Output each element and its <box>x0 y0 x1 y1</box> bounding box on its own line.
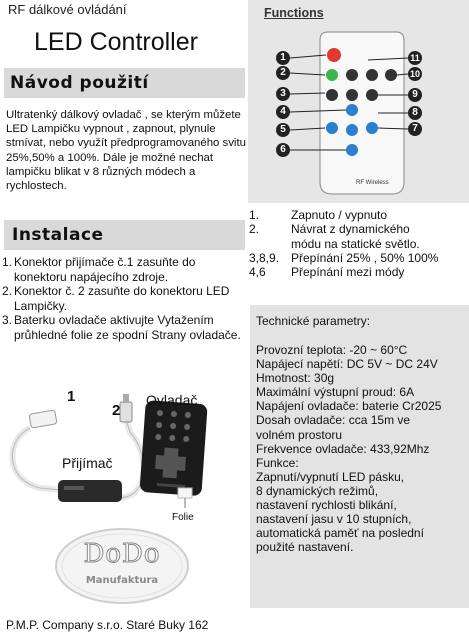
tech-lines: Provozní teplota: -20 ~ 60°C Napájecí na… <box>256 343 468 554</box>
callout-3: 3 <box>276 87 290 101</box>
tech-panel <box>250 305 469 608</box>
callout-7: 7 <box>408 122 422 136</box>
functions-heading: Functions <box>264 6 324 20</box>
tech-line: Zapnutí/vypnutí LED pásku, <box>256 469 405 484</box>
tech-line: Napájení ovladače: baterie Cr2025 <box>256 399 442 414</box>
tech-heading: Technické parametry: <box>256 314 371 328</box>
tech-line: Maximální výstupní proud: 6A <box>256 385 415 400</box>
callout-9: 9 <box>408 88 422 102</box>
callout-2: 2 <box>276 66 290 80</box>
kit-label-controller: Ovladač <box>146 392 198 408</box>
logo-main: DoDo <box>83 539 161 570</box>
install-heading-band: Instalace <box>4 220 245 250</box>
tech-line: nastavení jasu v 10 stupních, <box>256 512 412 527</box>
dodo-logo: DoDo Manufaktura <box>52 525 192 607</box>
function-item: 2.Návrat z dynamického <box>249 222 410 237</box>
kit-label-2: 2 <box>112 402 121 419</box>
kit-label-foil: Folie <box>172 512 194 523</box>
guide-description: Ultratenký dálkový ovladač , se kterým m… <box>6 109 246 193</box>
tech-line: volném prostoru <box>256 427 343 442</box>
receiver-cable <box>9 425 63 493</box>
function-item: 1.Zapnuto / vypnuto <box>249 208 388 222</box>
foil-tab <box>177 487 193 499</box>
static-light-button-icon <box>326 69 338 81</box>
callout-5: 5 <box>276 123 290 137</box>
function-item: 3,8,9.Přepínání 25% , 50% 100% <box>249 250 439 265</box>
install-heading: Instalace <box>12 225 104 245</box>
kit-label-receiver: Přijímač <box>62 455 113 471</box>
connector-2 <box>119 401 133 423</box>
remote-diagram <box>289 31 409 195</box>
tech-line: automatická paměť na poslední <box>256 526 424 541</box>
tech-line: použité nastavení. <box>256 540 354 555</box>
callout-10: 10 <box>408 67 422 81</box>
guide-heading-band: Návod použití <box>4 68 245 98</box>
connector-1 <box>28 409 58 429</box>
bright-button-icon <box>346 69 358 81</box>
guide-heading: Návod použití <box>10 73 149 93</box>
install-step: 3.Baterku ovladače aktivujte Vytažením p… <box>2 313 241 342</box>
tech-line: Provozní teplota: -20 ~ 60°C <box>256 343 408 357</box>
kit-label-1: 1 <box>67 388 76 405</box>
callout-1: 1 <box>276 51 290 65</box>
install-step: 2.Konektor č. 2 zasuňte do konektoru LED… <box>2 284 230 313</box>
remote-brand: RF Wireless <box>356 180 389 186</box>
callout-11: 11 <box>408 51 422 65</box>
power-button-icon <box>327 48 341 62</box>
product-title: LED Controller <box>34 28 198 56</box>
kit-illustration <box>9 394 208 508</box>
logo-sub: Manufaktura <box>85 575 159 586</box>
function-item: módu na statické světlo. <box>291 236 420 251</box>
remote-photo <box>139 400 208 496</box>
tech-line: Dosah ovladače: cca 15m ve <box>256 413 411 428</box>
footer-company: P.M.P. Company s.r.o. Staré Buky 162 <box>6 618 209 632</box>
remote-body <box>319 31 405 195</box>
functions-list: 1.Zapnuto / vypnuto 2.Návrat z dynamické… <box>249 208 467 279</box>
tech-line: Funkce: <box>256 455 299 470</box>
tech-line: Napájecí napětí: DC 5V ~ DC 24V <box>256 357 438 372</box>
rf-title: RF dálkové ovládání <box>8 2 127 17</box>
install-steps: 1.Konektor přijímače č.1 zasuňte do kone… <box>2 255 250 343</box>
callout-6: 6 <box>276 143 290 157</box>
install-step: 1.Konektor přijímače č.1 zasuňte do kone… <box>2 255 196 284</box>
tech-line: Hmotnost: 30g <box>256 371 335 386</box>
tech-line: 8 dynamických režimů, <box>256 483 379 498</box>
callout-8: 8 <box>408 106 422 120</box>
receiver-box <box>58 480 122 502</box>
tech-line: nastavení rychlosti blikání, <box>256 498 397 513</box>
tech-line: Frekvence ovladače: 433,92Mhz <box>256 441 430 456</box>
callout-4: 4 <box>276 105 290 119</box>
